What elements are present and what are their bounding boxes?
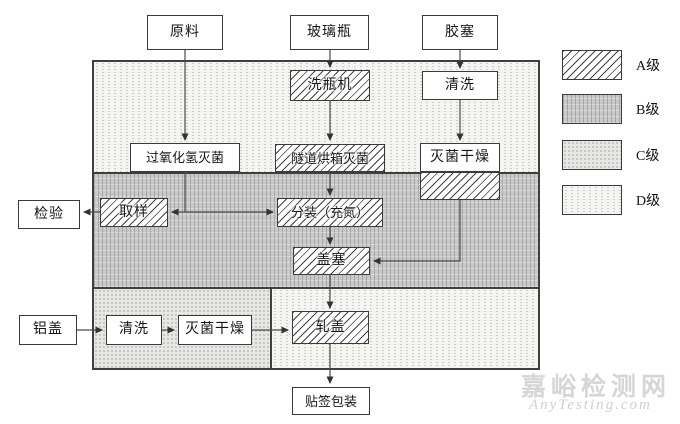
legend-swatch-grade-b (562, 94, 622, 124)
legend-swatch-grade-d (562, 185, 622, 215)
node-inspection: 检验 (18, 200, 80, 229)
node-rubber-stopper-label: 胶塞 (445, 24, 475, 40)
node-aluminum-cap-label: 铝盖 (33, 322, 63, 337)
node-cap-wash-label: 清洗 (119, 322, 149, 337)
node-stoppering: 盖塞 (293, 247, 370, 275)
legend-swatch-grade-c (562, 140, 622, 170)
legend-label-grade-c: C级 (636, 149, 660, 164)
node-bottle-washer-label: 洗瓶机 (307, 77, 353, 93)
node-tunnel-oven-sterilize: 隧道烘箱灭菌 (275, 144, 385, 172)
node-cap-wash: 清洗 (106, 315, 162, 345)
node-rubber-stopper: 胶塞 (422, 15, 498, 50)
node-glass-bottle-label: 玻璃瓶 (307, 24, 352, 40)
node-sampling: 取样 (100, 198, 168, 227)
node-labeling-packaging: 贴签包装 (292, 387, 370, 415)
node-stopper-wash: 清洗 (422, 71, 498, 100)
legend-item-grade-d: D级 (562, 185, 660, 215)
legend-item-grade-a: A级 (562, 50, 660, 80)
node-capping-label: 轧盖 (315, 319, 346, 335)
legend-label-grade-b: B级 (636, 103, 660, 118)
node-capping: 轧盖 (292, 311, 369, 344)
node-raw-material: 原料 (147, 15, 223, 50)
node-raw-material-label: 原料 (170, 24, 200, 40)
legend-item-grade-c: C级 (562, 140, 659, 170)
node-cap-sterilize-dry: 灭菌干燥 (178, 315, 252, 345)
node-grade-a-passthrough (420, 172, 500, 200)
node-stopper-sterilize-dry: 灭菌干燥 (420, 143, 500, 172)
node-cap-dry-label: 灭菌干燥 (185, 322, 245, 337)
node-filling-nitrogen: 分装（充氮） (277, 198, 383, 227)
watermark-site-name: 嘉峪检测网 (521, 374, 672, 401)
legend-label-grade-d: D级 (636, 194, 661, 209)
node-aluminum-cap: 铝盖 (19, 315, 77, 345)
node-inspection-label: 检验 (34, 206, 64, 222)
node-glass-bottle: 玻璃瓶 (290, 15, 369, 50)
node-bottle-washer: 洗瓶机 (290, 70, 370, 101)
node-h2o2-sterilize-label: 过氧化氢灭菌 (145, 150, 224, 165)
node-sampling-label: 取样 (119, 204, 149, 220)
node-h2o2-sterilize: 过氧化氢灭菌 (130, 143, 240, 172)
zone-grade-d-bottom-right (270, 287, 540, 370)
legend-label-grade-a: A级 (636, 59, 661, 74)
node-filling-label: 分装（充氮） (290, 205, 369, 220)
node-tunnel-oven-label: 隧道烘箱灭菌 (290, 150, 369, 166)
node-stopper-dry-label: 灭菌干燥 (430, 149, 490, 165)
legend-item-grade-b: B级 (562, 94, 659, 124)
legend-swatch-grade-a (562, 50, 622, 80)
node-stopper-wash-label: 清洗 (445, 77, 475, 93)
node-labeling-label: 贴签包装 (304, 393, 357, 409)
node-stoppering-label: 盖塞 (316, 253, 347, 268)
watermark-site-url: AnyTesting.com (529, 397, 652, 413)
